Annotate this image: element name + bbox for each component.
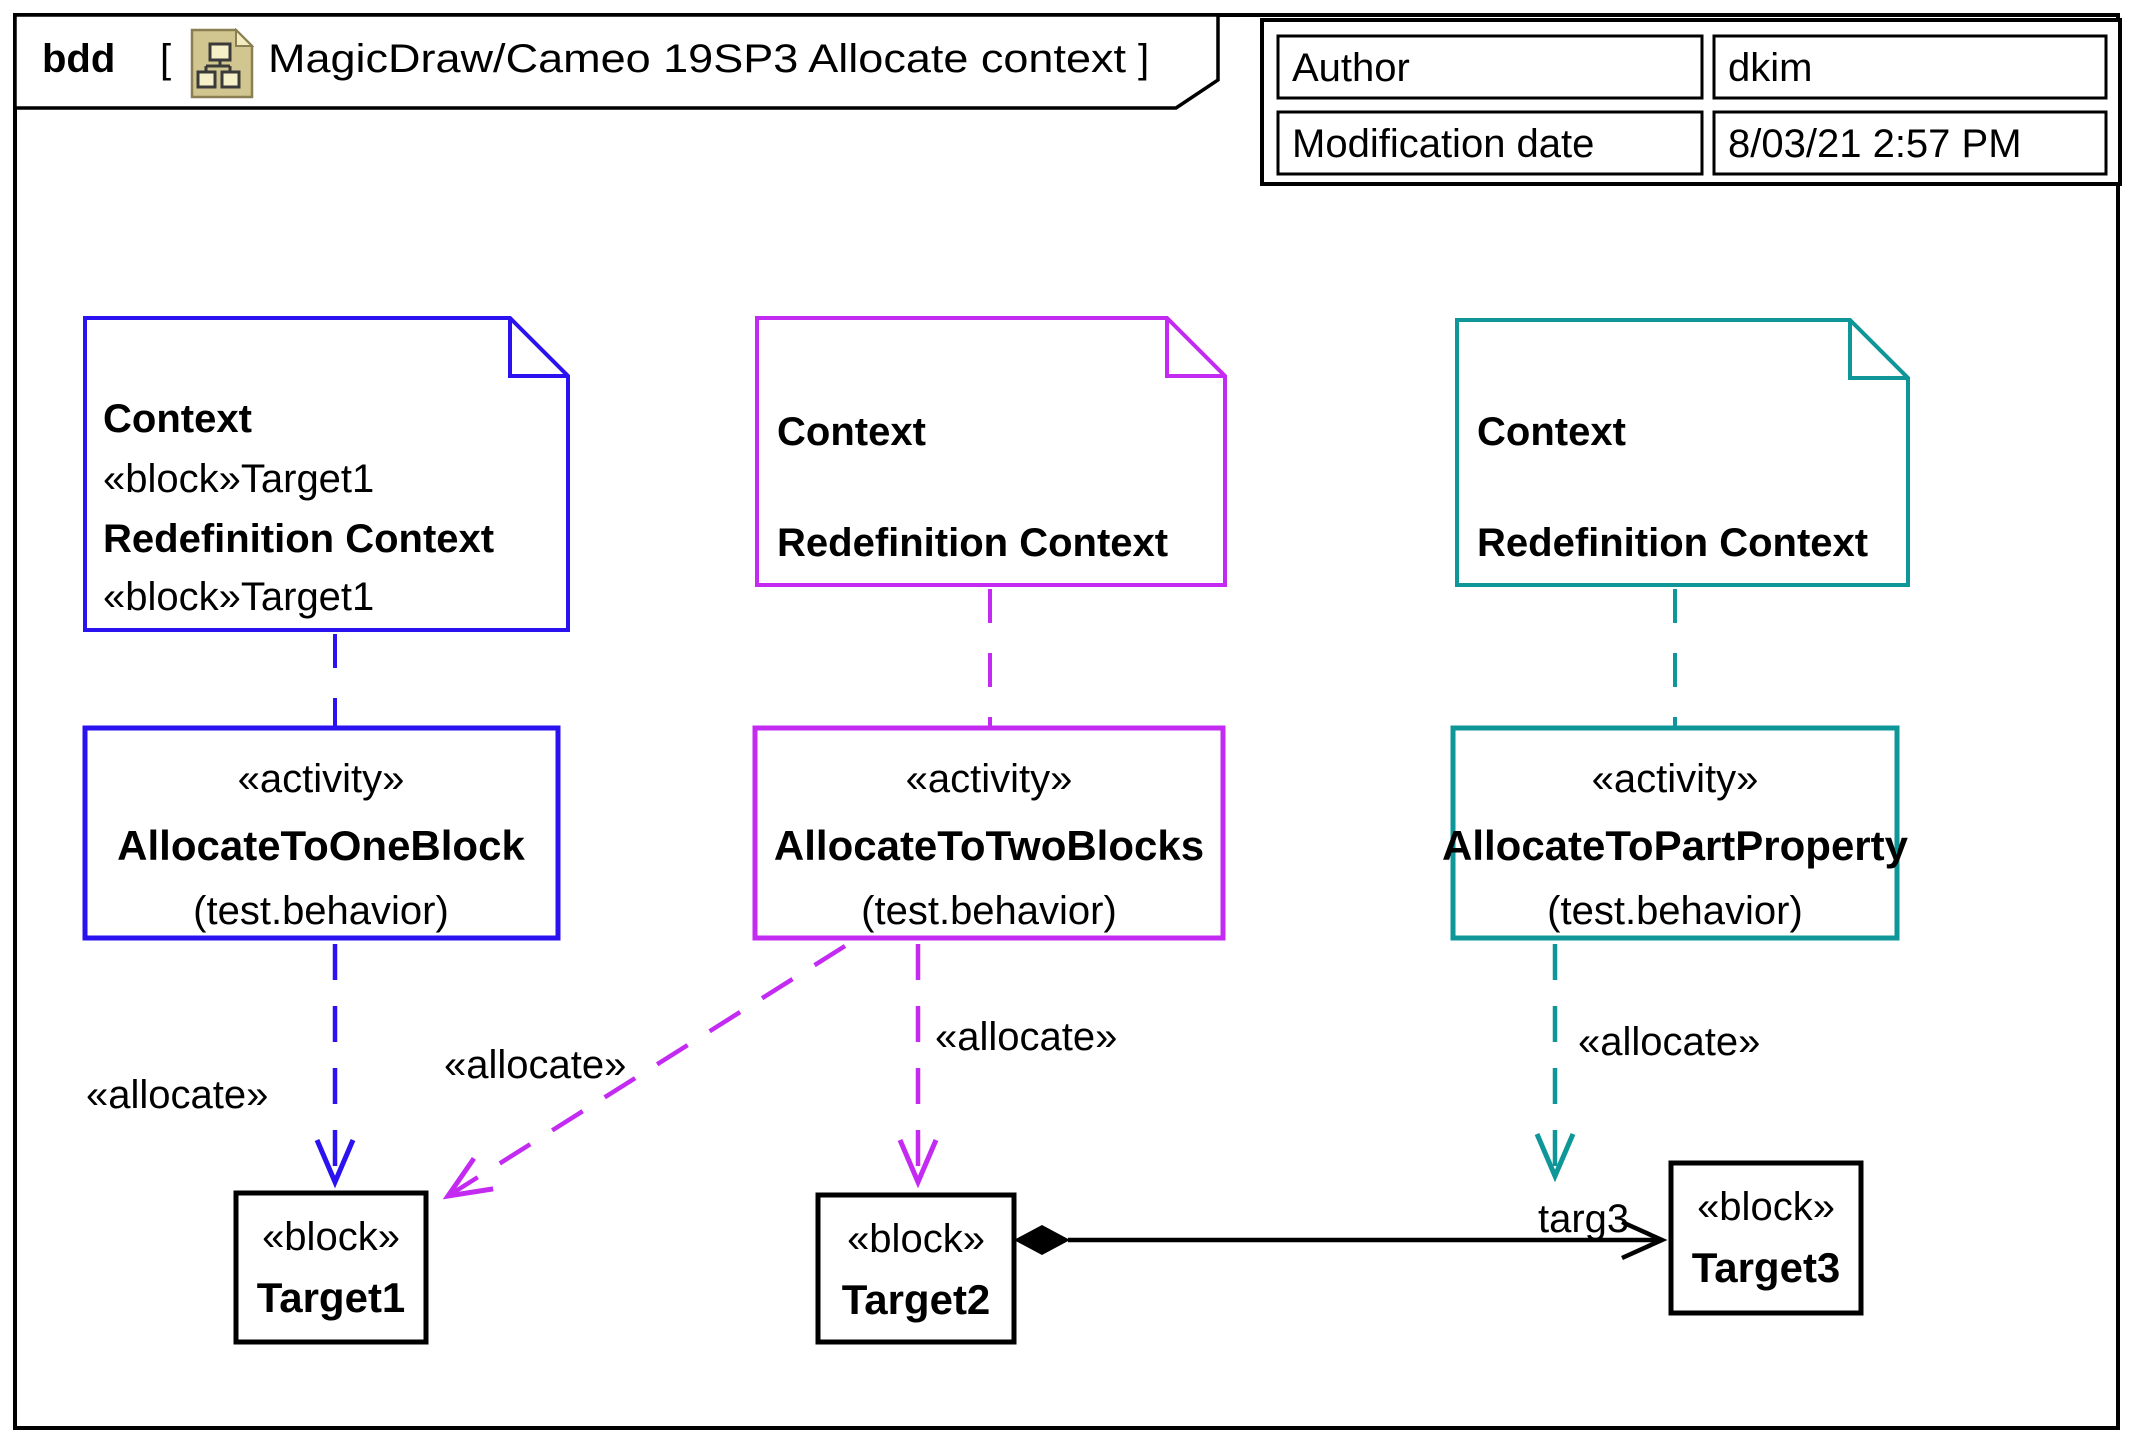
note-context-magenta[interactable]: Context Redefinition Context — [755, 316, 1227, 587]
activity-teal-qualifier: (test.behavior) — [1547, 889, 1803, 933]
block-target1[interactable]: «block» Target1 — [233, 1190, 429, 1345]
block-target2-stereotype: «block» — [847, 1217, 985, 1261]
note-blue-line4: «block»Target1 — [103, 575, 374, 619]
activity-blue-qualifier: (test.behavior) — [193, 889, 449, 933]
block-target2-name: Target2 — [842, 1276, 991, 1323]
block-target1-stereotype: «block» — [262, 1215, 400, 1259]
diagram-header-shape[interactable] — [13, 13, 1220, 110]
allocate-label-teal[interactable]: «allocate» — [1578, 1020, 1760, 1064]
block-target3[interactable]: «block» Target3 — [1668, 1160, 1864, 1316]
note-magenta-shape[interactable] — [755, 316, 1227, 587]
header-bracket-open: [ — [160, 37, 171, 81]
author-label: Author — [1292, 46, 1410, 90]
block-target2-shape[interactable] — [815, 1192, 1017, 1345]
activity-blue-shape[interactable] — [82, 725, 561, 941]
note-context-teal[interactable]: Context Redefinition Context — [1455, 318, 1910, 587]
note-teal-shape[interactable] — [1455, 318, 1910, 587]
activity-magenta-stereotype: «activity» — [906, 757, 1073, 801]
icon-tree-right-square — [220, 70, 241, 89]
note-magenta-fold — [1165, 318, 1225, 378]
block-target1-name: Target1 — [257, 1274, 406, 1321]
moddate-value: 8/03/21 2:57 PM — [1728, 122, 2022, 166]
note-blue-line3: Redefinition Context — [103, 517, 494, 561]
activity-allocate-to-part-property[interactable]: «activity» AllocateToPartProperty (test.… — [1442, 725, 1909, 941]
icon-tree-left-square — [196, 70, 217, 89]
info-table-moddate-label-cell[interactable] — [1276, 110, 1704, 176]
allocate-label-magenta-diagonal[interactable]: «allocate» — [444, 1043, 626, 1087]
note-teal-fold — [1848, 320, 1908, 380]
note-blue-line1: Context — [103, 397, 252, 441]
activity-teal-name: AllocateToPartProperty — [1442, 822, 1909, 869]
icon-tree-root-square — [208, 42, 232, 62]
icon-folded-corner — [235, 27, 255, 47]
bdd-diagram-icon — [190, 27, 255, 99]
moddate-label: Modification date — [1292, 122, 1594, 166]
activity-allocate-to-one-block[interactable]: «activity» AllocateToOneBlock (test.beha… — [82, 725, 561, 941]
block-target3-stereotype: «block» — [1697, 1185, 1835, 1229]
activity-blue-name: AllocateToOneBlock — [117, 822, 525, 869]
diagram-title: MagicDraw/Cameo 19SP3 Allocate context — [268, 37, 1126, 81]
activity-allocate-to-two-blocks[interactable]: «activity» AllocateToTwoBlocks (test.beh… — [752, 725, 1226, 941]
note-blue-line2: «block»Target1 — [103, 457, 374, 501]
note-magenta-line1: Context — [777, 410, 926, 454]
activity-teal-stereotype: «activity» — [1592, 757, 1759, 801]
block-target2[interactable]: «block» Target2 — [815, 1192, 1017, 1345]
composition-diamond — [1014, 1225, 1070, 1255]
icon-tree-lines — [204, 60, 232, 72]
note-blue-fold — [508, 318, 568, 378]
note-teal-line2: Redefinition Context — [1477, 521, 1868, 565]
note-magenta-line2: Redefinition Context — [777, 521, 1168, 565]
block-target1-shape[interactable] — [233, 1190, 429, 1345]
diagram-header-tab[interactable]: bdd [ MagicDraw/Cameo 19SP3 Allocate con… — [13, 13, 1220, 110]
info-table-author-value-cell[interactable] — [1712, 34, 2108, 100]
part-end-label-targ3[interactable]: targ3 — [1538, 1197, 1629, 1241]
diagram-kind-label: bdd — [42, 37, 115, 81]
allocate-label-blue[interactable]: «allocate» — [86, 1073, 268, 1117]
info-table-author-label-cell[interactable] — [1276, 34, 1704, 100]
diagram-info-table[interactable]: Author dkim Modification date 8/03/21 2:… — [1260, 18, 2122, 186]
note-context-blue[interactable]: Context «block»Target1 Redefinition Cont… — [83, 316, 570, 632]
composition-edge-target2-target3[interactable] — [1014, 1219, 1668, 1261]
activity-teal-shape[interactable] — [1450, 725, 1900, 941]
note-blue-shape[interactable] — [83, 316, 570, 632]
block-target3-shape[interactable] — [1668, 1160, 1864, 1316]
note-teal-line1: Context — [1477, 410, 1626, 454]
activity-magenta-qualifier: (test.behavior) — [861, 889, 1117, 933]
info-table-moddate-value-cell[interactable] — [1712, 110, 2108, 176]
allocate-label-magenta-vertical[interactable]: «allocate» — [935, 1015, 1117, 1059]
block-target3-name: Target3 — [1692, 1244, 1841, 1291]
activity-magenta-shape[interactable] — [752, 725, 1226, 941]
header-bracket-close: ] — [1138, 37, 1149, 81]
activity-magenta-name: AllocateToTwoBlocks — [774, 822, 1204, 869]
activity-blue-stereotype: «activity» — [238, 757, 405, 801]
author-value: dkim — [1728, 46, 1812, 90]
allocate-edge-magenta-diagonal[interactable] — [442, 944, 847, 1200]
